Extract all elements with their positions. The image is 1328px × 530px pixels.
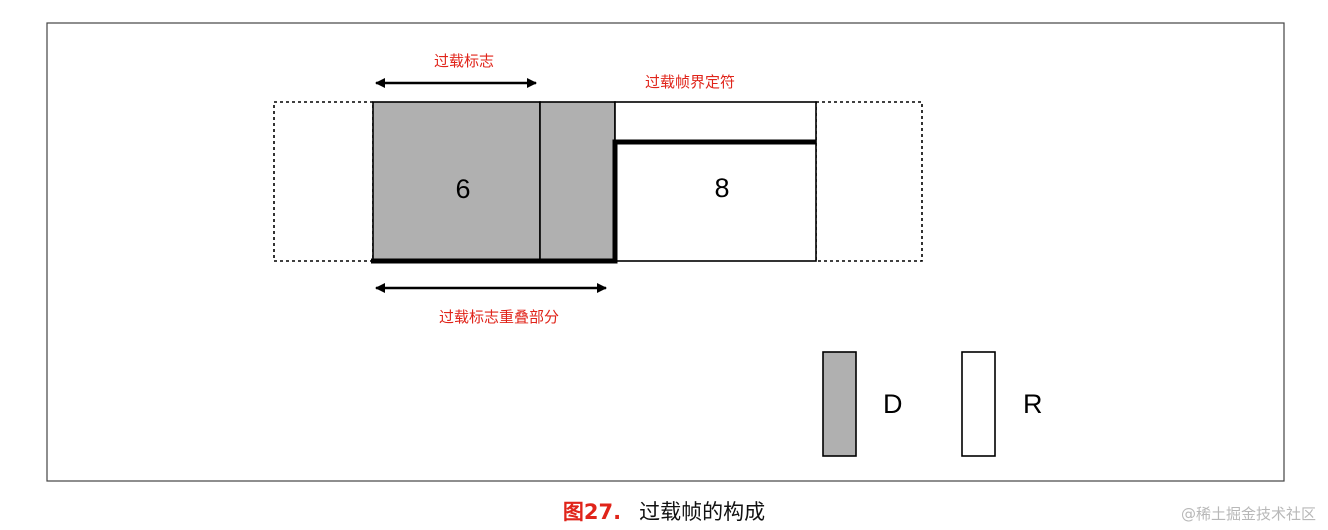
- figure-number: 图27.: [562, 500, 622, 524]
- legend-recessive-swatch: [961, 351, 996, 457]
- legend-dominant-swatch: [822, 351, 857, 457]
- figure-title: 过载帧的构成: [639, 500, 766, 524]
- dominant-block-overlap: [539, 101, 616, 262]
- signal-waveform: [371, 139, 816, 264]
- legend-dominant-letter: D: [883, 389, 903, 419]
- left-dotted-boundary: [273, 101, 374, 262]
- figure-caption: 图27. 过载帧的构成: [0, 496, 1328, 526]
- recessive-bit-count: 8: [714, 173, 729, 203]
- overload-delimiter-label: 过载帧界定符: [645, 73, 735, 91]
- watermark: @稀土掘金技术社区: [1180, 505, 1316, 523]
- dominant-bit-count: 6: [455, 174, 470, 204]
- recessive-block-delimiter: [614, 101, 817, 262]
- overload-flag-label: 过载标志: [434, 52, 494, 70]
- dominant-block-overload-flag: [372, 101, 541, 262]
- overload-flag-overlap-label: 过载标志重叠部分: [439, 308, 559, 326]
- legend-recessive-letter: R: [1023, 389, 1043, 419]
